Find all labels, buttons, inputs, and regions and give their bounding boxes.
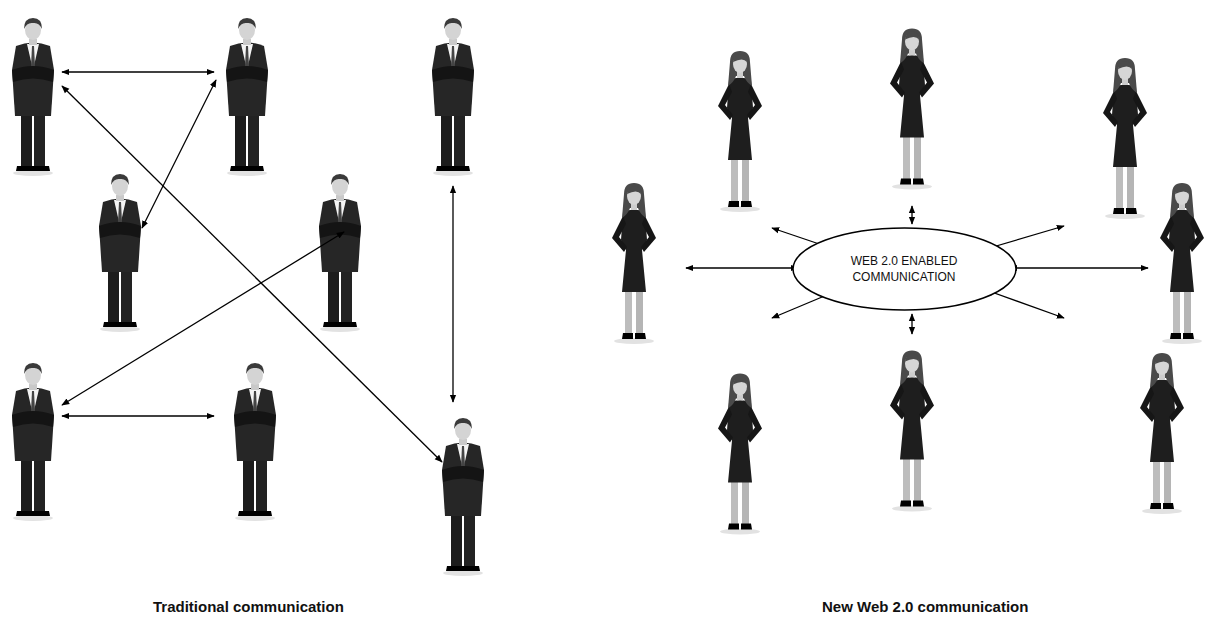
arrow [62,415,214,416]
woman-figure [890,29,934,190]
man-figure [442,418,484,576]
ellipse-outline [792,227,1017,311]
woman-figure [890,351,934,512]
man-figure [234,363,276,521]
woman-figure [612,183,656,344]
node-label: WEB 2.0 ENABLED COMMUNICATION [839,253,969,285]
man-figure [432,18,474,176]
arrow [986,290,1064,318]
arrow [1010,267,1148,268]
man-figure [99,174,141,332]
arrow [986,226,1064,249]
arrow [142,80,216,228]
woman-figure [1140,353,1184,514]
arrow [452,186,453,402]
arrow [62,71,214,72]
ellipse-node: WEB 2.0 ENABLED COMMUNICATION [792,227,1017,311]
man-figure [226,18,268,176]
arrow [62,86,442,462]
arrow [62,232,344,405]
man-figure [12,18,54,176]
panel-caption: Traditional communication [153,598,344,615]
panel-caption: New Web 2.0 communication [822,598,1028,615]
woman-figure [1103,58,1147,219]
woman-figure [718,374,762,535]
man-figure [12,363,54,521]
woman-figure [1160,183,1204,344]
man-figure [319,174,361,332]
woman-figure [718,51,762,212]
arrow [911,206,912,224]
arrow [686,267,798,268]
arrow [911,314,912,334]
